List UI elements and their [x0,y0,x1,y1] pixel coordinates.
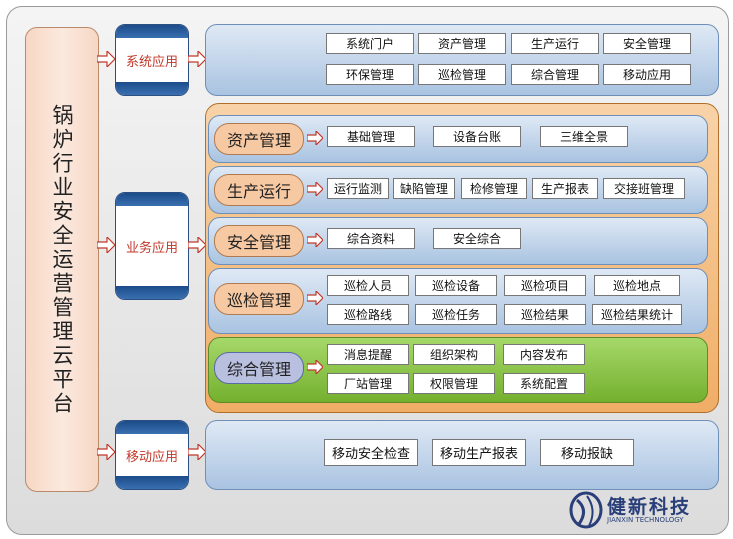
production-item: 交接班管理 [603,178,685,199]
patrol-item: 巡检结果 [504,304,586,325]
general-item: 组织架构 [413,344,495,365]
asset-label: 资产管理 [214,123,304,155]
arrow-right-icon [307,233,323,247]
system-item: 巡检管理 [418,64,506,85]
asset-item: 设备台账 [433,126,521,147]
production-row: 生产运行 运行监测 缺陷管理 检修管理 生产报表 交接班管理 [208,166,708,214]
system-panel: 系统门户 资产管理 生产运行 安全管理 环保管理 巡检管理 综合管理 移动应用 [205,24,719,96]
platform-title-box: 锅炉行业安全运营管理云平台 [25,27,99,492]
asset-row: 资产管理 基础管理 设备台账 三维全景 [208,115,708,163]
arrow-right-icon [307,360,323,374]
safety-item: 安全综合 [433,228,521,249]
patrol-label: 巡检管理 [214,283,304,315]
general-item: 厂站管理 [327,373,409,394]
production-label: 生产运行 [214,174,304,206]
general-item: 系统配置 [503,373,585,394]
arrow-right-icon [188,444,206,460]
category-system: 系统应用 [115,24,189,96]
safety-row: 安全管理 综合资料 安全综合 [208,217,708,265]
system-item: 综合管理 [511,64,599,85]
patrol-item: 巡检人员 [327,275,409,296]
arrow-right-icon [307,291,323,305]
mobile-panel: 移动安全检查 移动生产报表 移动报缺 [205,420,719,490]
production-item: 生产报表 [532,178,598,199]
asset-item: 三维全景 [540,126,628,147]
general-item: 内容发布 [503,344,585,365]
system-item: 系统门户 [326,33,414,54]
platform-title: 锅炉行业安全运营管理云平台 [50,103,74,416]
patrol-item: 巡检地点 [594,275,680,296]
patrol-item: 巡检路线 [327,304,409,325]
mobile-item: 移动安全检查 [324,439,418,466]
production-item: 检修管理 [461,178,527,199]
patrol-item: 巡检任务 [415,304,497,325]
mobile-item: 移动报缺 [540,439,634,466]
asset-item: 基础管理 [327,126,415,147]
system-item: 环保管理 [326,64,414,85]
mobile-item: 移动生产报表 [432,439,526,466]
arrow-right-icon [97,237,115,253]
category-mobile: 移动应用 [115,420,189,490]
safety-label: 安全管理 [214,225,304,257]
category-business-label: 业务应用 [125,240,178,256]
general-item: 权限管理 [413,373,495,394]
safety-item: 综合资料 [327,228,415,249]
company-logo: 健新科技 JIANXIN TECHNOLOGY [569,490,709,530]
arrow-right-icon [188,51,206,67]
patrol-item: 巡检结果统计 [592,304,682,325]
production-item: 运行监测 [327,178,389,199]
patrol-row: 巡检管理 巡检人员 巡检设备 巡检项目 巡检地点 巡检路线 巡检任务 巡检结果 … [208,268,708,334]
category-system-label: 系统应用 [125,54,178,70]
general-item: 消息提醒 [327,344,409,365]
company-logo-icon [569,491,603,529]
production-item: 缺陷管理 [393,178,455,199]
system-item: 移动应用 [603,64,691,85]
system-item: 安全管理 [603,33,691,54]
arrow-right-icon [97,444,115,460]
system-item: 生产运行 [511,33,599,54]
arrow-right-icon [307,182,323,196]
arrow-right-icon [188,237,206,253]
general-label: 综合管理 [214,352,304,384]
patrol-item: 巡检项目 [504,275,586,296]
arrow-right-icon [307,131,323,145]
company-logo-name: 健新科技 [607,496,692,518]
patrol-item: 巡检设备 [415,275,497,296]
company-logo-en: JIANXIN TECHNOLOGY [607,516,684,524]
category-business: 业务应用 [115,192,189,300]
arrow-right-icon [97,51,115,67]
general-row: 综合管理 消息提醒 组织架构 内容发布 厂站管理 权限管理 系统配置 [208,337,708,403]
system-item: 资产管理 [418,33,506,54]
category-mobile-label: 移动应用 [125,449,178,465]
